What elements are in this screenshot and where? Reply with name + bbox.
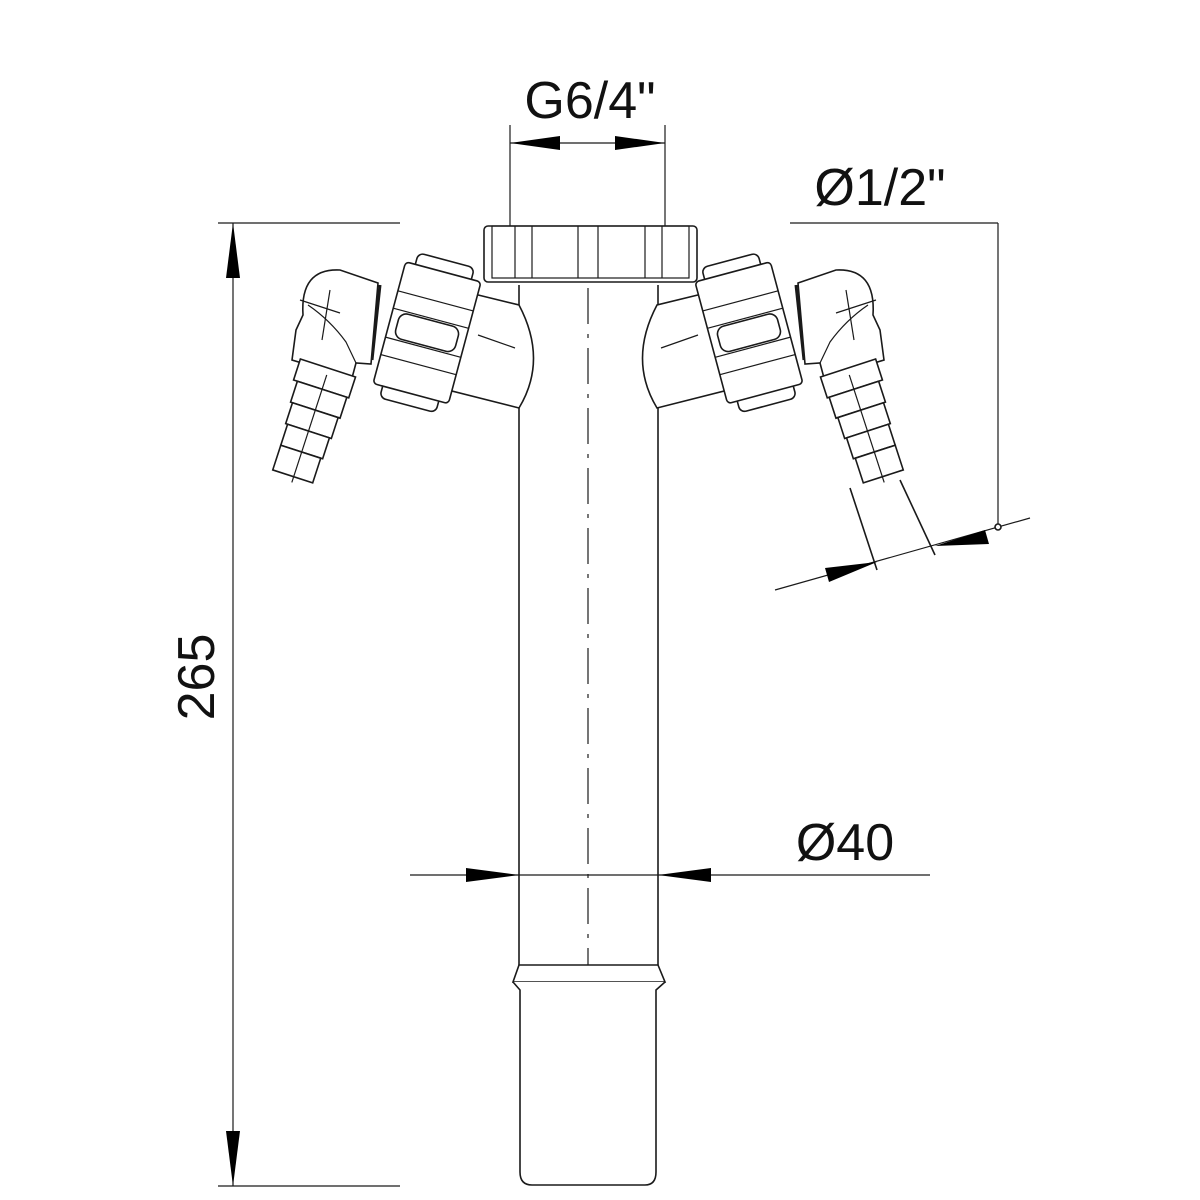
pipe-diameter-label: Ø40 xyxy=(796,814,894,872)
pipe-diameter-dimension: Ø40 xyxy=(410,814,930,882)
thread-dimension: G6/4" xyxy=(509,72,666,226)
top-nut xyxy=(483,225,698,283)
left-hose-fitting xyxy=(261,248,535,493)
right-hose-fitting xyxy=(641,248,915,493)
hose-diameter-dimension: Ø1/2" xyxy=(774,159,1031,591)
right-hose xyxy=(849,479,936,571)
hose-diameter-label: Ø1/2" xyxy=(814,159,945,217)
thread-label: G6/4" xyxy=(524,72,655,130)
main-pipe xyxy=(511,285,667,1186)
height-dimension: 265 xyxy=(168,222,400,1187)
height-label: 265 xyxy=(168,634,226,721)
